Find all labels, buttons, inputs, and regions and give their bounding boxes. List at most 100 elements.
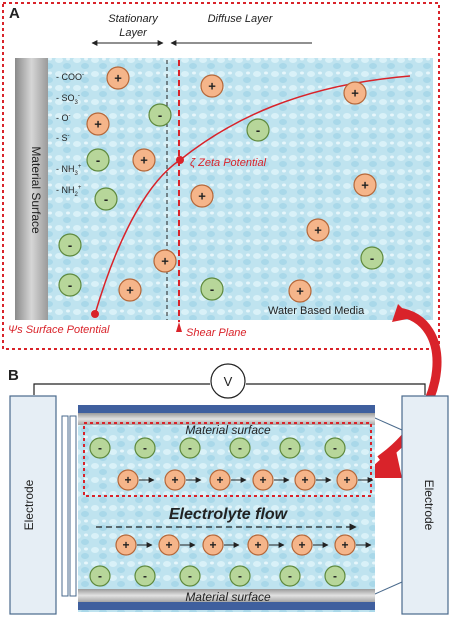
anion-ion-sign: - (143, 441, 147, 455)
anion-ion-sign: - (96, 153, 100, 168)
cation-ion: + (190, 184, 214, 208)
cation-ion-circle (306, 218, 330, 242)
anion-ion: - (58, 233, 82, 257)
cation-ion-sign: + (94, 117, 102, 132)
anion-ion: - (86, 148, 110, 172)
cation-ion-sign: + (298, 538, 305, 552)
material-surface-bottom-label: Material surface (185, 590, 271, 604)
cation-ion: + (252, 469, 274, 491)
cation-ion: + (306, 218, 330, 242)
cation-ion-sign: + (165, 538, 172, 552)
cation-ion: + (153, 249, 177, 273)
cation-ion-circle (294, 469, 316, 491)
anion-ion-circle (324, 565, 346, 587)
cation-ion-circle (106, 66, 130, 90)
panel-a: A Material Surface Stationary Layer Diff… (2, 2, 440, 350)
anion-ion-circle (279, 565, 301, 587)
anion-ion-sign: - (68, 238, 72, 253)
shear-plane-marker (176, 322, 182, 332)
cation-ion: + (118, 278, 142, 302)
cation-ion-sign: + (209, 538, 216, 552)
cation-ion: + (106, 66, 130, 90)
anion-ion: - (360, 246, 384, 270)
anion-ion-circle (89, 437, 111, 459)
cation-ion: + (291, 534, 313, 556)
anion-ion-circle (148, 103, 172, 127)
cation-ion-sign: + (161, 254, 169, 269)
anion-ion-circle (324, 437, 346, 459)
anion-ion: - (94, 187, 118, 211)
bottom-plate (78, 602, 375, 610)
anion-ion: - (279, 437, 301, 459)
cation-ion-sign: + (341, 538, 348, 552)
anion-ion-circle (200, 277, 224, 301)
surface-group-superscript: + (78, 185, 82, 191)
cation-ion-circle (202, 534, 224, 556)
cation-ion: + (334, 534, 356, 556)
anion-ion: - (89, 437, 111, 459)
anion-ion: - (58, 273, 82, 297)
anion-ion: - (229, 437, 251, 459)
surface-group-subscript: 3 (75, 171, 79, 177)
cation-ion-sign: + (140, 153, 148, 168)
electrolyte-flow-label: Electrolyte flow (169, 506, 289, 523)
anion-ion: - (134, 437, 156, 459)
zeta-potential-label: ζ Zeta Potential (190, 157, 267, 169)
anion-ion-sign: - (288, 569, 292, 583)
anion-ion-circle (134, 565, 156, 587)
anion-ion-circle (179, 565, 201, 587)
zeta-potential-dot (176, 156, 184, 164)
anion-ion: - (89, 565, 111, 587)
anion-ion: - (246, 118, 270, 142)
anion-ion-circle (279, 437, 301, 459)
surface-potential-dot (91, 310, 99, 318)
anion-ion-sign: - (370, 251, 374, 266)
cation-ion-sign: + (254, 538, 261, 552)
cation-ion-sign: + (126, 283, 134, 298)
surface-group-superscript: + (78, 164, 82, 170)
cation-ion: + (86, 112, 110, 136)
cation-ion: + (294, 469, 316, 491)
cation-ion-circle (153, 249, 177, 273)
surface-group-superscript: - (68, 133, 70, 139)
cation-ion: + (200, 74, 224, 98)
ions-panel-b: ------------++++++++++++ (89, 437, 374, 587)
material-surface-label: Material Surface (29, 146, 43, 234)
cation-ion-circle (115, 534, 137, 556)
anion-ion-sign: - (238, 441, 242, 455)
cation-ion-circle (200, 74, 224, 98)
voltmeter (210, 363, 246, 399)
cation-ion-circle (252, 469, 274, 491)
stationary-layer-label-2: Layer (119, 27, 148, 39)
cation-ion-circle (132, 148, 156, 172)
wire-right (246, 383, 426, 395)
anion-ion-sign: - (188, 569, 192, 583)
anion-ion-sign: - (188, 441, 192, 455)
anion-ion-circle (229, 437, 251, 459)
cation-ion-circle (291, 534, 313, 556)
anion-ion-circle (229, 565, 251, 587)
anion-ion: - (229, 565, 251, 587)
panel-b: B V Electrode Electrode Material surface… (8, 363, 449, 615)
anion-ion: - (200, 277, 224, 301)
cation-ion-sign: + (296, 284, 304, 299)
surface-group-subscript: 2 (75, 192, 79, 198)
panel-b-label: B (8, 367, 19, 384)
cation-ion-circle (343, 81, 367, 105)
zoom-arrow-tail (392, 304, 412, 322)
cation-ion: + (115, 534, 137, 556)
cation-ion-circle (118, 278, 142, 302)
panel-a-label: A (9, 5, 20, 22)
cation-ion-sign: + (114, 71, 122, 86)
electrode-left-label: Electrode (22, 479, 36, 530)
cation-ion: + (132, 148, 156, 172)
anion-ion: - (179, 437, 201, 459)
anion-ion: - (279, 565, 301, 587)
voltmeter-label: V (224, 374, 233, 389)
cation-ion: + (247, 534, 269, 556)
surface-group-superscript: - (82, 72, 84, 78)
electrode-left (9, 395, 57, 615)
cation-ion-circle (86, 112, 110, 136)
anion-ion-circle (89, 565, 111, 587)
anion-ion-sign: - (143, 569, 147, 583)
